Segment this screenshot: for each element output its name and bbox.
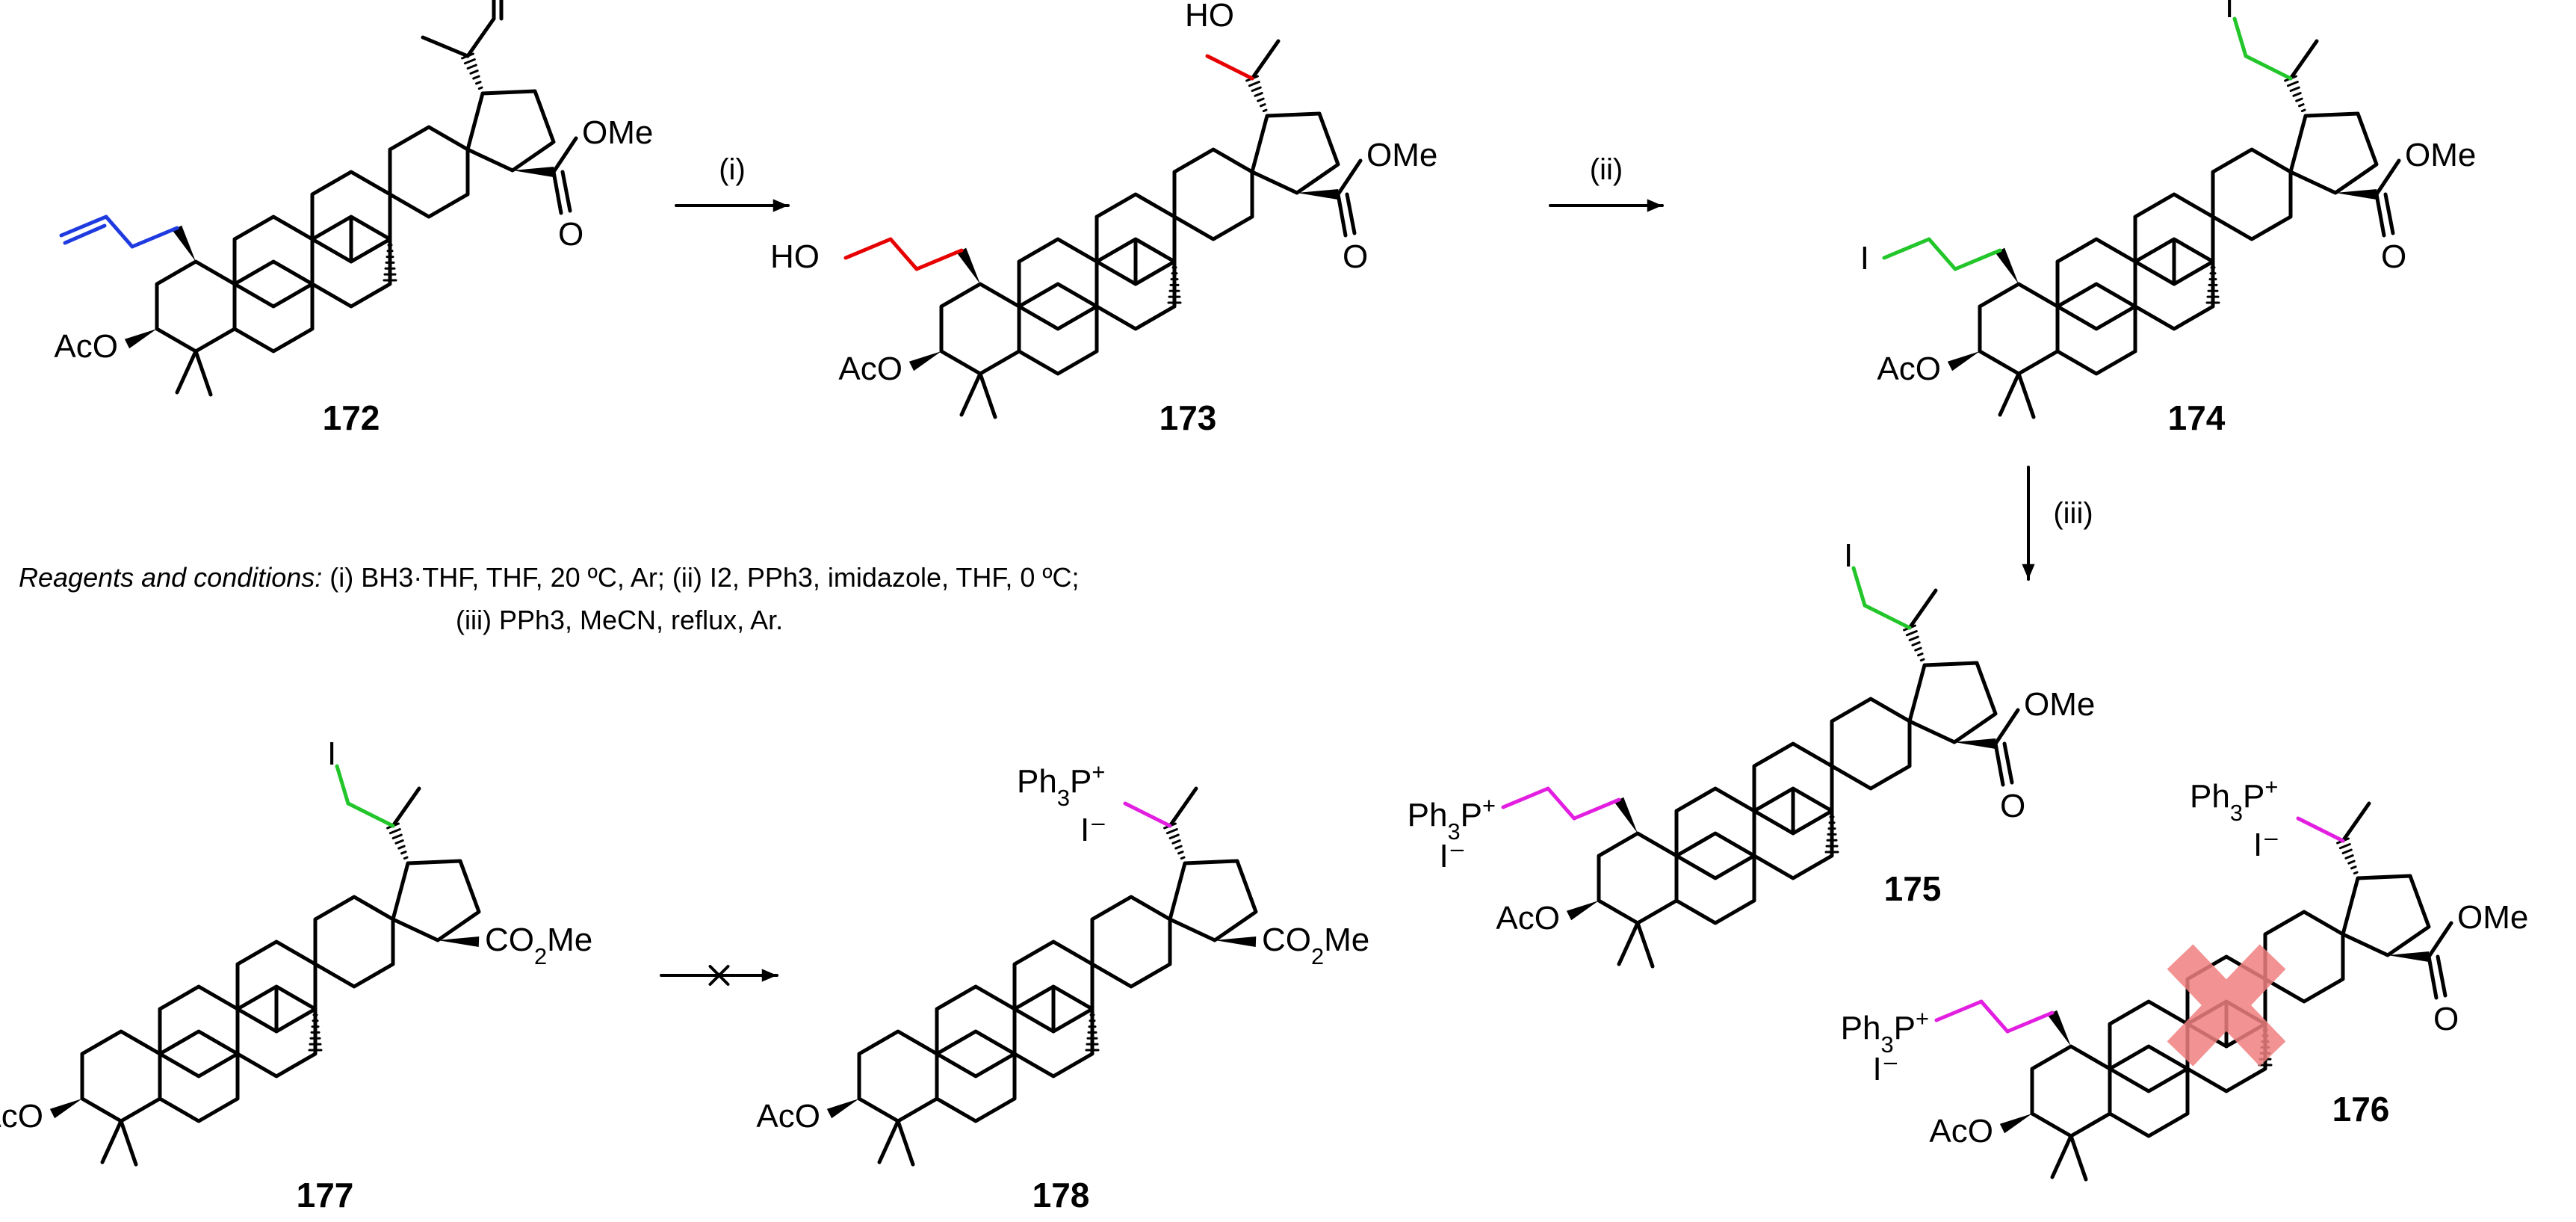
arrow-174-to-175-label: (iii) [2053, 497, 2093, 530]
blocked-cross-mark [2167, 944, 2286, 1067]
ester-label: CO2Me [1262, 922, 1369, 969]
carbonyl-oxygen-label: O [2000, 788, 2025, 824]
arrow-172-to-173: (i) [675, 153, 790, 212]
conditions-line-1: Reagents and conditions: (i) BH3·THF, TH… [19, 562, 1080, 593]
top-hydroxyl-label: HO [1185, 0, 1234, 34]
arrow-173-to-174-label: (ii) [1590, 153, 1623, 186]
top-iodo-label: I [1844, 537, 1853, 574]
carbonyl-oxygen-label: O [2433, 1001, 2459, 1037]
acetate-label: AcO [0, 1098, 43, 1135]
compound-number-175: 175 [1884, 869, 1942, 908]
acetate-label: AcO [54, 328, 118, 365]
ester-label: OMe [2024, 686, 2095, 723]
carbonyl-oxygen-label: O [1343, 238, 1368, 275]
compound-177: AcO CO2Me I 177 [0, 735, 592, 1215]
ester-label: CO2Me [485, 922, 592, 969]
acetate-label: AcO [838, 351, 902, 387]
acetate-label: AcO [756, 1098, 820, 1135]
arrow-172-to-173-label: (i) [719, 153, 746, 186]
compound-number-172: 172 [323, 398, 380, 437]
chain-phosphonium-label: Ph3P+ [1408, 792, 1496, 845]
compound-number-178: 178 [1032, 1176, 1090, 1215]
ester-label: OMe [2405, 137, 2476, 173]
top-counter-ion: I⁻ [2253, 827, 2279, 863]
top-iodo-label: I [2225, 0, 2234, 25]
top-phosphonium-label: Ph3P+ [2190, 774, 2278, 826]
compound-number-177: 177 [297, 1176, 354, 1215]
arrow-174-to-175: (iii) [2022, 466, 2093, 581]
carbonyl-oxygen-label: O [2381, 238, 2406, 275]
compound-number-174: 174 [2168, 398, 2226, 437]
ester-label: OMe [1366, 137, 1437, 173]
top-phosphonium-label: Ph3P+ [1017, 759, 1105, 811]
acetate-label: AcO [1877, 351, 1941, 387]
chain-phosphonium-label: Ph3P+ [1841, 1005, 1929, 1058]
conditions-line-2: (iii) PPh3, MeCN, reflux, Ar. [456, 605, 783, 635]
compound-178: AcO CO2Me Ph3P+I⁻ 178 [756, 759, 1369, 1215]
chain-counter-ion: I⁻ [1873, 1051, 1899, 1087]
top-counter-ion: I⁻ [1080, 812, 1106, 848]
reaction-conditions: Reagents and conditions: (i) BH3·THF, TH… [19, 562, 1080, 635]
chain-iodo-label: I [1860, 240, 1869, 277]
compound-number-176: 176 [2332, 1090, 2390, 1129]
chain-hydroxyl-label: HO [770, 238, 820, 275]
top-iodo-label: I [327, 735, 336, 772]
compound-number-173: 173 [1159, 398, 1217, 437]
arrow-177-to-178 [660, 965, 778, 986]
acetate-label: AcO [1929, 1113, 1993, 1150]
chain-counter-ion: I⁻ [1440, 838, 1466, 874]
acetate-label: AcO [1496, 900, 1560, 936]
ester-label: OMe [2457, 899, 2528, 936]
arrow-173-to-174: (ii) [1549, 153, 1664, 212]
carbonyl-oxygen-label: O [558, 216, 583, 253]
ester-label: OMe [582, 114, 653, 151]
